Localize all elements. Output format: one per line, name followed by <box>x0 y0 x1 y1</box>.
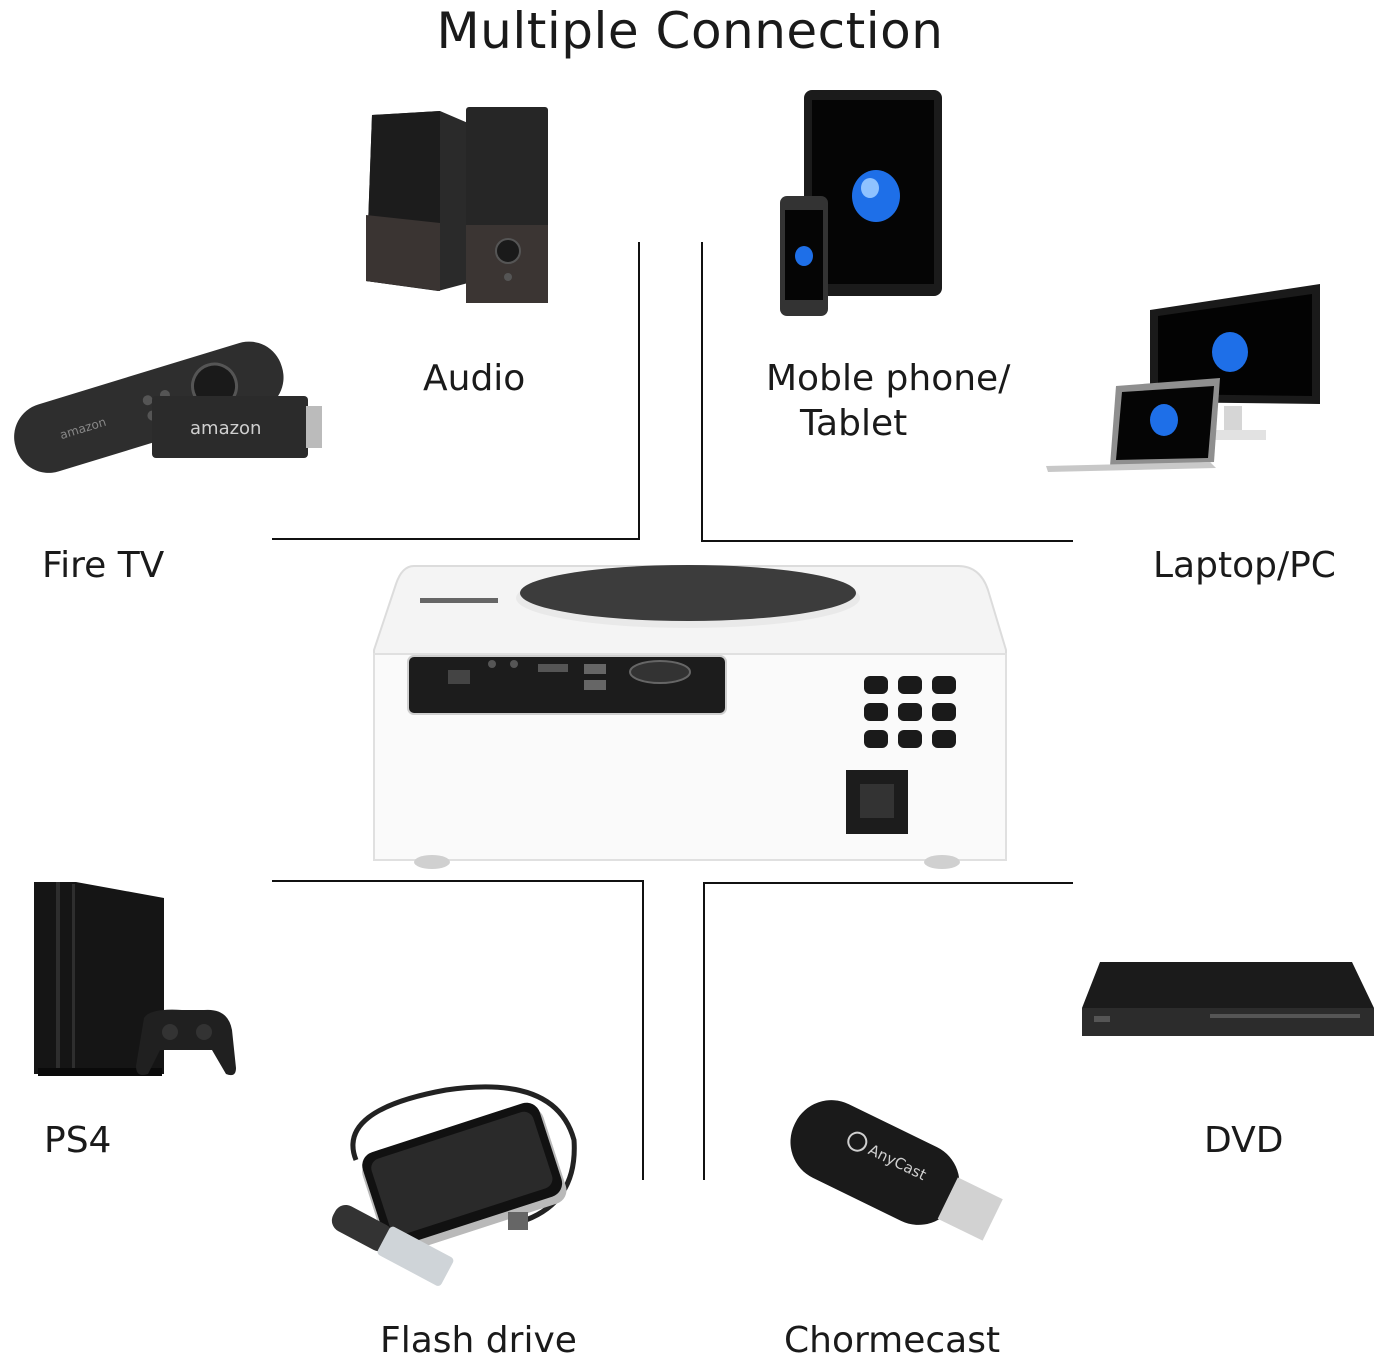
connector-line <box>703 882 1073 884</box>
fire-tv-remote-icon: amazon amazon <box>2 322 324 473</box>
laptop-label: Laptop/PC <box>1153 545 1336 586</box>
ps4-label: PS4 <box>44 1120 112 1161</box>
chromecast-label: Chormecast <box>784 1320 1001 1361</box>
laptop-monitor-icon <box>1044 282 1324 476</box>
projector-icon <box>368 560 1012 872</box>
connector-line <box>638 242 640 540</box>
game-console-icon <box>32 880 238 1080</box>
connector-line <box>701 540 1073 542</box>
dvd-label: DVD <box>1204 1120 1284 1161</box>
dongle-icon: AnyCast <box>778 1100 1014 1260</box>
mobile-label-line1: Moble phone/ <box>766 358 1011 399</box>
page-title: Multiple Connection <box>436 2 944 60</box>
audio-label: Audio <box>423 358 526 399</box>
flash-label: Flash drive <box>380 1320 577 1361</box>
speaker-icon <box>360 105 552 305</box>
connector-line <box>272 880 644 882</box>
connector-line <box>701 242 703 542</box>
connector-line <box>703 882 705 1180</box>
dvd-player-icon <box>1080 958 1376 1042</box>
svg-text:amazon: amazon <box>190 418 261 439</box>
connector-line <box>642 880 644 1180</box>
tablet-phone-icon <box>778 88 946 320</box>
firetv-label: Fire TV <box>42 545 165 586</box>
hard-drive-usb-icon <box>326 1080 586 1286</box>
mobile-label-line2: Tablet <box>800 403 908 444</box>
connector-line <box>272 538 640 540</box>
